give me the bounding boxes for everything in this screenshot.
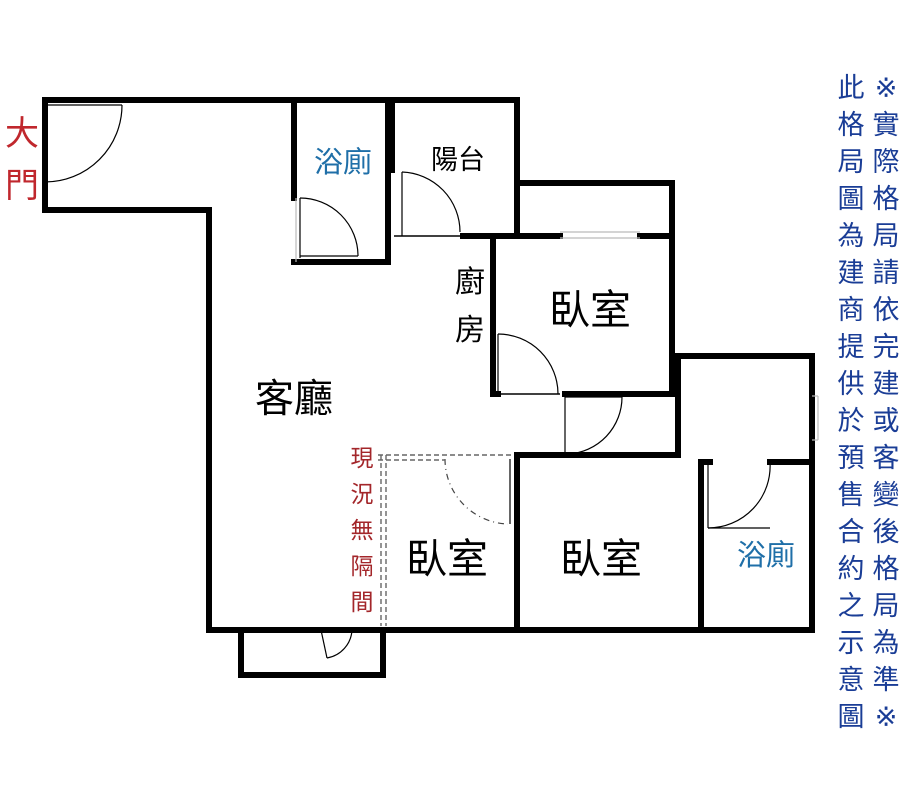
disclaimer-char: 後	[872, 517, 900, 548]
no-partition-walls	[378, 454, 512, 626]
disclaimer-char: 完	[872, 332, 900, 363]
disclaimer-char: 意	[837, 665, 865, 696]
disclaimer-char: 建	[837, 258, 865, 289]
disclaimer-char: 為	[872, 628, 900, 659]
disclaimer-char: 提	[837, 332, 865, 363]
disclaimer-char: 客	[872, 443, 900, 474]
disclaimer-char: 於	[837, 406, 865, 437]
bedroom-top-label: 臥室	[549, 286, 631, 334]
bathroom-top-door	[299, 197, 359, 258]
disclaimer-char: 預	[837, 443, 865, 474]
main-door	[44, 104, 123, 183]
disclaimer-char: 此	[837, 73, 865, 104]
no-partition-note: 現 況 無 隔 間	[351, 446, 374, 616]
disclaimer-char: 格	[872, 184, 900, 215]
kitchen-label-2: 房	[455, 313, 485, 348]
doors	[44, 104, 771, 659]
disclaimer-char: 格	[837, 110, 865, 141]
bedroom-right-label: 臥室	[560, 535, 642, 583]
disclaimer-char: 或	[872, 406, 900, 437]
disclaimer-char: 合	[837, 517, 865, 548]
note-char-5: 間	[351, 590, 374, 616]
disclaimer-char: 際	[872, 147, 900, 178]
bedroom-top-door	[497, 333, 559, 395]
disclaimer-char: 示	[837, 628, 865, 659]
bedroom-right-door	[564, 396, 623, 455]
bedroom-middle-door	[444, 458, 511, 525]
disclaimer-char: 變	[872, 480, 900, 511]
disclaimer-char: 售	[837, 480, 865, 511]
disclaimer-char: 建	[872, 369, 900, 400]
bathroom-right-door	[707, 461, 771, 529]
interior-walls	[291, 97, 815, 633]
bathroom-top-label: 浴廁	[314, 145, 372, 179]
kitchen-label-1: 廚	[455, 265, 485, 300]
disclaimer-char: 供	[837, 369, 865, 400]
disclaimer-char: 商	[837, 295, 865, 326]
disclaimer-char: 之	[837, 591, 865, 622]
disclaimer-char: 約	[837, 554, 865, 585]
disclaimer-char: 局	[837, 147, 865, 178]
disclaimer-char: 圖	[837, 702, 865, 733]
disclaimer-char: 為	[837, 221, 865, 252]
bedroom-middle-label: 臥室	[406, 535, 488, 583]
disclaimer-char: 局	[872, 591, 900, 622]
disclaimer-char: ※	[874, 702, 898, 733]
bathroom-right-label: 浴廁	[737, 538, 795, 572]
balcony-door	[401, 171, 461, 236]
disclaimer-right-column: ※實際格局請依完建或客變後格局為準※	[869, 70, 903, 736]
living-room-label: 客廳	[255, 377, 333, 422]
disclaimer-char: 圖	[837, 184, 865, 215]
disclaimer-char: 準	[872, 665, 900, 696]
balcony-bottom-door	[320, 629, 353, 659]
outer-walls	[42, 97, 815, 678]
disclaimer-char: 請	[872, 258, 900, 289]
note-char-4: 隔	[351, 554, 374, 580]
openings	[295, 198, 819, 441]
disclaimer-char: 依	[872, 295, 900, 326]
main-door-label-1: 大	[5, 114, 39, 154]
note-char-2: 況	[351, 482, 374, 508]
disclaimer-char: 實	[872, 110, 900, 141]
disclaimer-char: ※	[874, 73, 898, 104]
disclaimer-char: 局	[872, 221, 900, 252]
disclaimer-left-column: 此格局圖為建商提供於預售合約之示意圖	[834, 70, 868, 736]
note-char-3: 無	[351, 518, 374, 544]
balcony-label: 陽台	[431, 145, 485, 176]
main-door-label-2: 門	[5, 166, 39, 206]
note-char-1: 現	[351, 446, 374, 472]
disclaimer-char: 格	[872, 554, 900, 585]
